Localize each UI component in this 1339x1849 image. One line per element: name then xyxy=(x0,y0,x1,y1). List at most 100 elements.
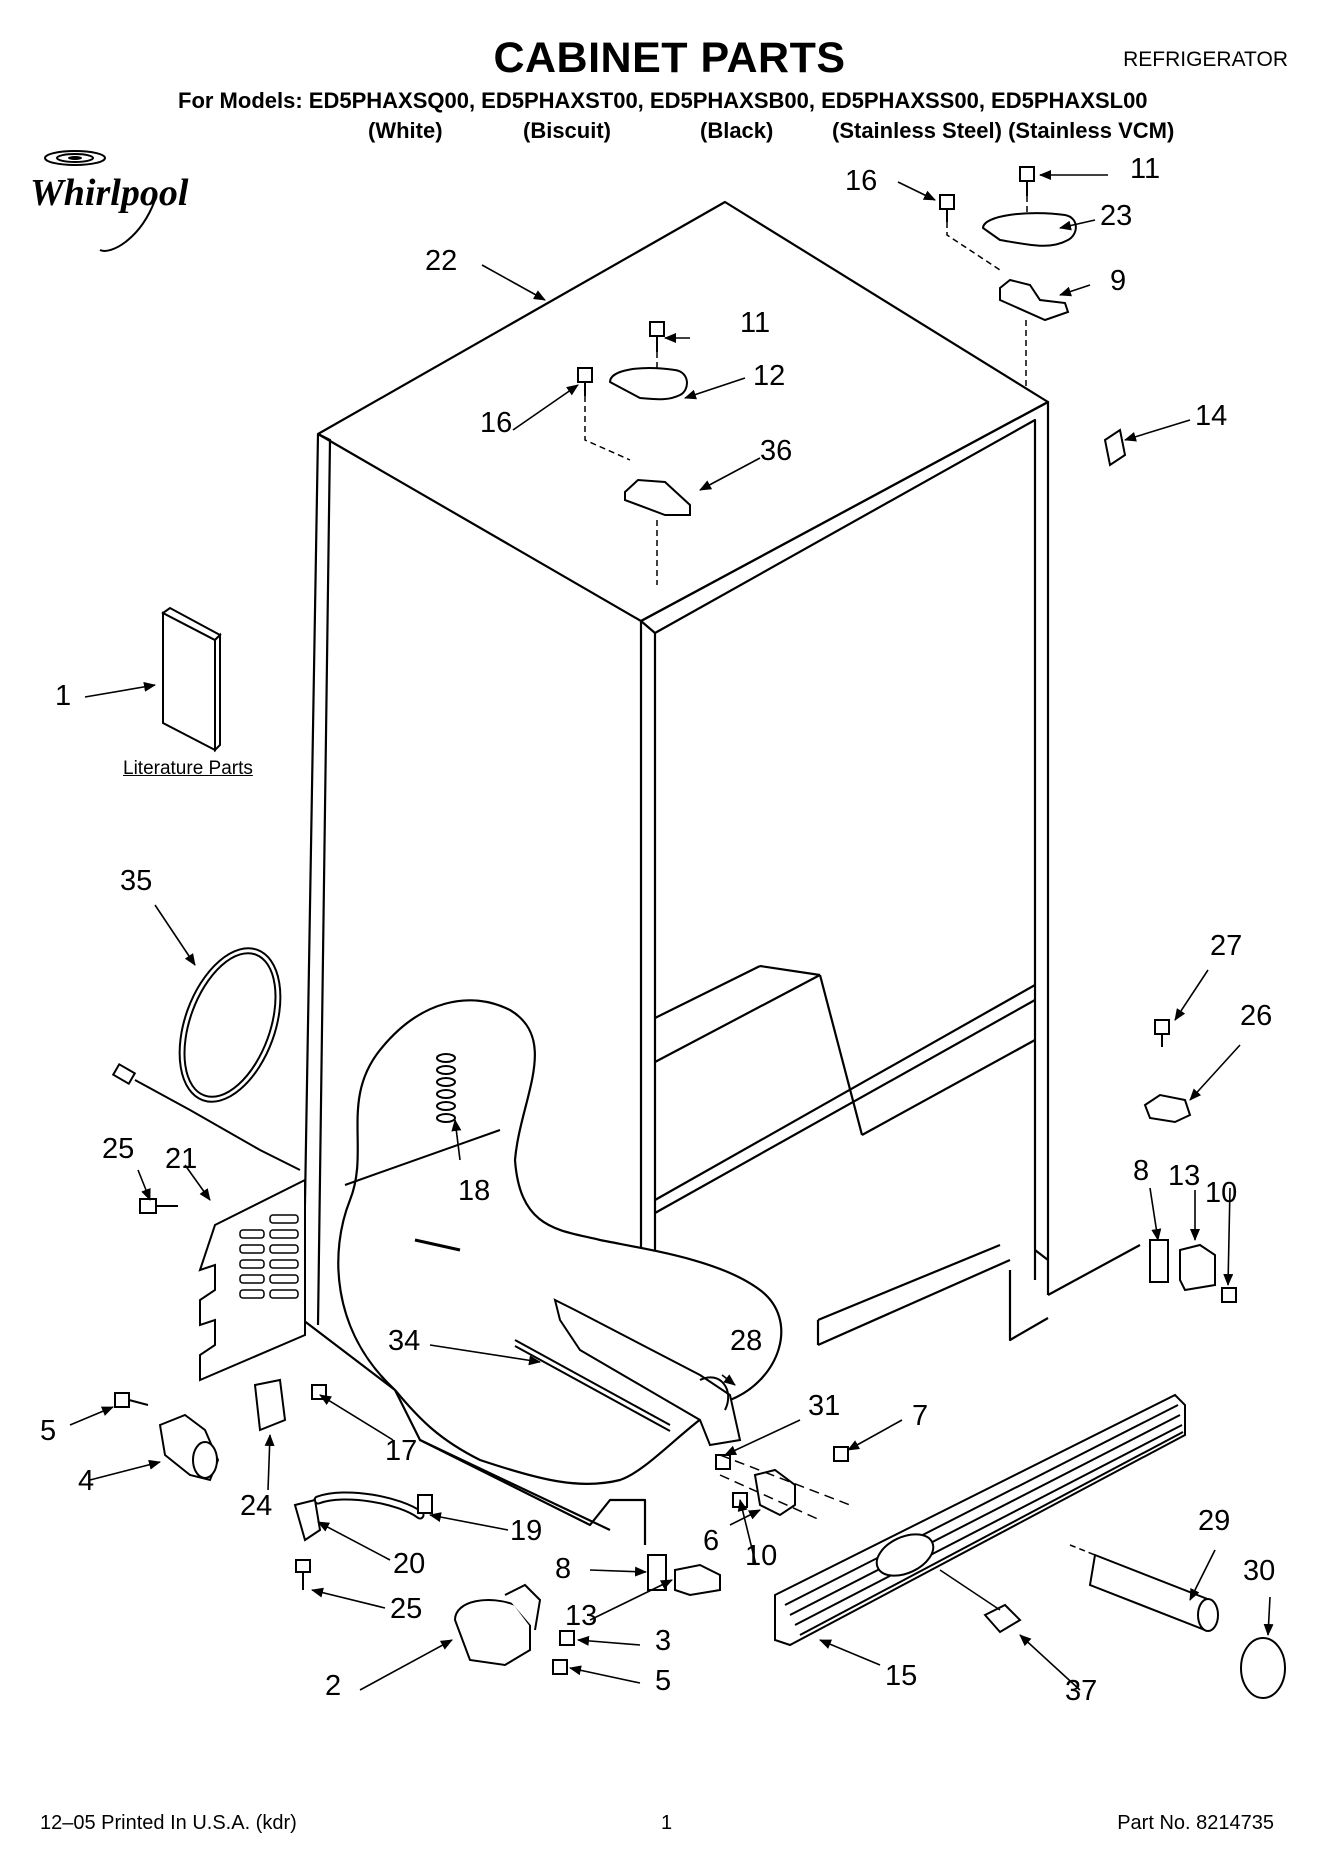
color-black: (Black) xyxy=(700,118,774,143)
callout-11a: 11 xyxy=(1130,153,1160,185)
part-6-bracket xyxy=(753,1468,796,1517)
callout-17: 17 xyxy=(385,1435,417,1467)
part-18-spring xyxy=(436,1053,456,1123)
appliance-type: REFRIGERATOR xyxy=(1123,48,1288,71)
part-1-literature xyxy=(161,606,222,753)
part-8a-plate xyxy=(1149,1239,1169,1283)
callout-22: 22 xyxy=(425,245,457,277)
whirlpool-logo-text: Whirlpool xyxy=(30,172,189,214)
page-number: 1 xyxy=(661,1812,673,1834)
callout-4: 4 xyxy=(78,1465,94,1497)
callout-23: 23 xyxy=(1100,200,1132,232)
screw-3-icon xyxy=(559,1630,575,1646)
part-2-roller xyxy=(453,1599,531,1667)
callout-13b: 13 xyxy=(565,1600,597,1632)
literature-parts-label: Literature Parts xyxy=(123,758,253,779)
screw-7-icon xyxy=(833,1446,849,1462)
callout-36: 36 xyxy=(760,435,792,467)
callout-8b: 8 xyxy=(555,1553,571,1585)
part-number: Part No. 8214735 xyxy=(1117,1812,1274,1834)
callout-28: 28 xyxy=(730,1325,762,1357)
screw-16a-icon xyxy=(939,194,955,210)
callout-5b: 5 xyxy=(655,1665,671,1697)
part-15-grille xyxy=(774,1393,1186,1647)
callout-25a: 25 xyxy=(102,1133,134,1165)
cabinet-body xyxy=(301,200,1141,1545)
callout-20: 20 xyxy=(393,1548,425,1580)
assembly-dashes xyxy=(584,196,1028,585)
screw-11a-icon xyxy=(1019,166,1035,182)
callout-37: 37 xyxy=(1065,1675,1097,1707)
callout-21: 21 xyxy=(165,1143,197,1175)
callout-16a: 16 xyxy=(845,165,877,197)
part-21-vent-panel xyxy=(198,1178,306,1382)
screw-11b-icon xyxy=(649,321,665,337)
part-35-tube xyxy=(111,947,301,1171)
part-13b-hinge xyxy=(674,1563,721,1597)
callout-11b: 11 xyxy=(740,307,770,339)
page-title: CABINET PARTS xyxy=(493,34,846,82)
callout-5a: 5 xyxy=(40,1415,56,1447)
screw-27-icon xyxy=(1154,1019,1170,1035)
print-info: 12–05 Printed In U.S.A. (kdr) xyxy=(40,1812,297,1834)
callout-31: 31 xyxy=(808,1390,840,1422)
hinge-parts xyxy=(608,212,1192,1124)
part-23-cover xyxy=(981,212,1077,247)
callout-16b: 16 xyxy=(480,407,512,439)
models-line: For Models: ED5PHAXSQ00, ED5PHAXST00, ED… xyxy=(178,88,1148,113)
callout-27: 27 xyxy=(1210,930,1242,962)
part-24-bracket xyxy=(253,1378,287,1432)
callout-7: 7 xyxy=(912,1400,928,1432)
callout-14: 14 xyxy=(1195,400,1227,432)
callout-1: 1 xyxy=(55,680,71,712)
callout-12: 12 xyxy=(753,360,785,392)
leader-lines xyxy=(69,170,1274,1691)
part-12-cover xyxy=(608,367,688,401)
part-20-clip xyxy=(293,1498,322,1542)
parts-29-30-37 xyxy=(983,1553,1286,1699)
callout-numbers: 22 16 11 23 9 11 12 16 36 14 1 35 27 26 … xyxy=(40,153,1275,1707)
screw-25a-icon xyxy=(139,1198,157,1214)
part-30-cap xyxy=(1240,1637,1286,1699)
part-29-filter xyxy=(1088,1553,1212,1632)
color-white: (White) xyxy=(368,118,443,143)
callout-30: 30 xyxy=(1243,1555,1275,1587)
callout-9: 9 xyxy=(1110,265,1126,297)
part-36-hinge xyxy=(624,478,691,516)
callout-18: 18 xyxy=(458,1175,490,1207)
part-19-fitting xyxy=(417,1494,433,1514)
grille-dashes xyxy=(719,1454,851,1521)
callout-2: 2 xyxy=(325,1670,341,1702)
whirlpool-logo: Whirlpool xyxy=(30,150,189,252)
color-biscuit: (Biscuit) xyxy=(523,118,611,143)
callout-10b: 10 xyxy=(745,1540,777,1572)
callout-34: 34 xyxy=(388,1325,420,1357)
screw-16b-icon xyxy=(577,367,593,383)
callout-25b: 25 xyxy=(390,1593,422,1625)
callout-15: 15 xyxy=(885,1660,917,1692)
screw-5b-icon xyxy=(552,1659,568,1675)
callout-10a: 10 xyxy=(1205,1177,1237,1209)
screw-31-icon xyxy=(715,1454,731,1470)
callout-35: 35 xyxy=(120,865,152,897)
parts-2-4-19-20-24 xyxy=(158,1378,542,1667)
callout-26: 26 xyxy=(1240,1000,1272,1032)
color-stainless: (Stainless Steel) (Stainless VCM) xyxy=(832,118,1175,143)
screws xyxy=(114,166,1237,1675)
part-37-clip xyxy=(983,1603,1022,1634)
part-26-bracket xyxy=(1143,1093,1192,1124)
callout-24: 24 xyxy=(240,1490,272,1522)
screw-25b-icon xyxy=(295,1559,311,1573)
callout-13a: 13 xyxy=(1168,1160,1200,1192)
part-13a-hinge xyxy=(1179,1243,1216,1292)
part-14-plug xyxy=(1103,428,1127,467)
callout-3: 3 xyxy=(655,1625,671,1657)
callout-29: 29 xyxy=(1198,1505,1230,1537)
callout-19: 19 xyxy=(510,1515,542,1547)
callout-6: 6 xyxy=(703,1525,719,1557)
screw-10a-icon xyxy=(1221,1287,1237,1303)
screw-5a-icon xyxy=(114,1392,130,1408)
callout-8a: 8 xyxy=(1133,1155,1149,1187)
part-9-hinge xyxy=(999,278,1070,322)
